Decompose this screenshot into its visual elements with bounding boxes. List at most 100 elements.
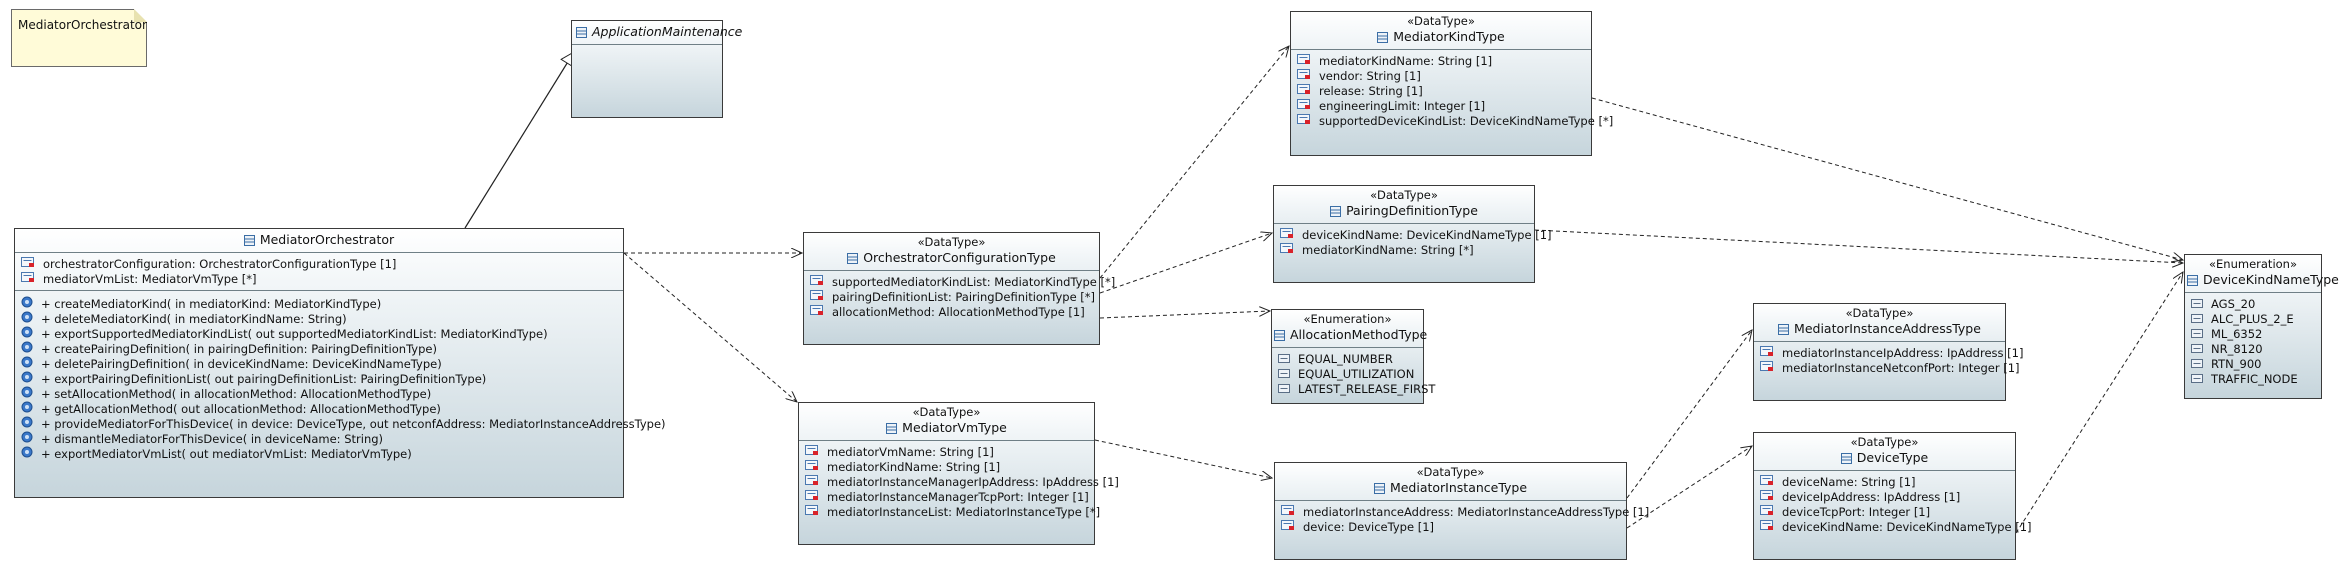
- mediator-instance-type-class[interactable]: «DataType» MediatorInstanceType mediator…: [1274, 462, 1649, 560]
- attribute-row[interactable]: release: String [1]: [1291, 83, 1591, 98]
- attribute-compartment: mediatorInstanceIpAddress: IpAddress [1]…: [1754, 342, 2023, 379]
- mediator-kind-type-class[interactable]: «DataType» MediatorKindType mediatorKind…: [1290, 11, 1613, 156]
- row-text: RTN_900: [2211, 356, 2262, 371]
- class-name: MediatorVmType: [902, 420, 1007, 435]
- literal-row[interactable]: LATEST_RELEASE_FIRST: [1272, 381, 1435, 396]
- attribute-row[interactable]: mediatorInstanceNetconfPort: Integer [1]: [1754, 360, 2020, 375]
- attribute-row[interactable]: deviceKindName: DeviceKindNameType [1]: [1274, 227, 1552, 242]
- attribute-row[interactable]: allocationMethod: AllocationMethodType […: [804, 304, 1099, 319]
- row-text: + exportMediatorVmList( out mediatorVmLi…: [41, 446, 412, 461]
- diagram-note[interactable]: MediatorOrchestrator: [11, 9, 147, 67]
- datatype-icon: [1330, 205, 1342, 220]
- operation-row[interactable]: + exportMediatorVmList( out mediatorVmLi…: [15, 446, 623, 461]
- attribute-row[interactable]: supportedMediatorKindList: MediatorKindT…: [804, 274, 1115, 289]
- mediator-instance-address-type-class[interactable]: «DataType» MediatorInstanceAddressType m…: [1753, 303, 2023, 401]
- operation-row[interactable]: + exportPairingDefinitionList( out pairi…: [15, 371, 623, 386]
- attribute-row[interactable]: mediatorInstanceManagerIpAddress: IpAddr…: [799, 474, 1119, 489]
- pairing-definition-type-class[interactable]: «DataType» PairingDefinitionType deviceK…: [1273, 185, 1552, 283]
- operation-icon: [21, 401, 33, 416]
- attribute-icon: [805, 489, 819, 504]
- stereotype-label: «DataType»: [1407, 14, 1475, 28]
- attribute-icon: [1297, 83, 1311, 98]
- attribute-row[interactable]: deviceKindName: DeviceKindNameType [1]: [1754, 519, 2032, 534]
- operation-row[interactable]: + getAllocationMethod( out allocationMet…: [15, 401, 623, 416]
- literal-row[interactable]: ML_6352: [2185, 326, 2321, 341]
- operation-row[interactable]: + createPairingDefinition( in pairingDef…: [15, 341, 623, 356]
- compartment-divider: [1291, 49, 1591, 50]
- application-maintenance-class[interactable]: ApplicationMaintenance: [571, 20, 742, 118]
- stereotype-label: «DataType»: [1416, 465, 1485, 479]
- mediator-vm-type-class[interactable]: «DataType» MediatorVmType mediatorVmName…: [798, 402, 1119, 545]
- attribute-row[interactable]: mediatorKindName: String [1]: [799, 459, 1094, 474]
- class-name: DeviceKindNameType: [2203, 272, 2339, 287]
- row-text: release: String [1]: [1319, 83, 1423, 98]
- literal-row[interactable]: RTN_900: [2185, 356, 2321, 371]
- attribute-row[interactable]: mediatorKindName: String [1]: [1291, 53, 1591, 68]
- row-text: mediatorKindName: String [1]: [1319, 53, 1493, 68]
- attribute-row[interactable]: deviceName: String [1]: [1754, 474, 2015, 489]
- row-text: mediatorInstanceManagerIpAddress: IpAddr…: [827, 474, 1119, 489]
- attribute-row[interactable]: pairingDefinitionList: PairingDefinition…: [804, 289, 1099, 304]
- row-text: mediatorInstanceList: MediatorInstanceTy…: [827, 504, 1101, 519]
- operation-row[interactable]: + deleteMediatorKind( in mediatorKindNam…: [15, 311, 623, 326]
- literal-row[interactable]: AGS_20: [2185, 296, 2321, 311]
- operation-row[interactable]: + deletePairingDefinition( in deviceKind…: [15, 356, 623, 371]
- stereotype-label: «Enumeration»: [2209, 257, 2297, 271]
- operation-row[interactable]: + exportSupportedMediatorKindList( out s…: [15, 326, 623, 341]
- row-text: + dismantleMediatorForThisDevice( in dev…: [41, 431, 384, 446]
- orchestrator-configuration-type-class[interactable]: «DataType» OrchestratorConfigurationType…: [803, 232, 1115, 345]
- attribute-row[interactable]: mediatorVmList: MediatorVmType [*]: [15, 271, 623, 286]
- operation-row[interactable]: + setAllocationMethod( in allocationMeth…: [15, 386, 623, 401]
- attribute-row[interactable]: orchestratorConfiguration: OrchestratorC…: [15, 256, 623, 271]
- literal-icon: [1278, 352, 1290, 366]
- device-type-class[interactable]: «DataType» DeviceType deviceName: String…: [1753, 432, 2032, 560]
- attribute-row[interactable]: mediatorInstanceIpAddress: IpAddress [1]: [1754, 345, 2023, 360]
- row-text: NR_8120: [2211, 341, 2263, 356]
- literal-row[interactable]: ALC_PLUS_2_E: [2185, 311, 2321, 326]
- attribute-row[interactable]: supportedDeviceKindList: DeviceKindNameT…: [1291, 113, 1613, 128]
- enumeration-icon: [2187, 274, 2198, 289]
- attribute-row[interactable]: mediatorInstanceManagerTcpPort: Integer …: [799, 489, 1094, 504]
- row-text: engineeringLimit: Integer [1]: [1319, 98, 1486, 113]
- attribute-row[interactable]: mediatorInstanceList: MediatorInstanceTy…: [799, 504, 1100, 519]
- allocation-method-type-enum[interactable]: «Enumeration» AllocationMethodType EQUAL…: [1271, 309, 1435, 404]
- row-text: deviceIpAddress: IpAddress [1]: [1782, 489, 1961, 504]
- row-text: mediatorInstanceAddress: MediatorInstanc…: [1303, 504, 1650, 519]
- attribute-icon: [1760, 345, 1774, 360]
- attribute-row[interactable]: engineeringLimit: Integer [1]: [1291, 98, 1591, 113]
- row-text: allocationMethod: AllocationMethodType […: [832, 304, 1085, 319]
- operation-icon: [21, 431, 33, 446]
- attribute-icon: [805, 474, 819, 489]
- row-text: deviceKindName: DeviceKindNameType [1]: [1302, 227, 1552, 242]
- row-text: mediatorInstanceNetconfPort: Integer [1]: [1782, 360, 2020, 375]
- attribute-icon: [810, 289, 824, 304]
- attribute-row[interactable]: mediatorKindName: String [*]: [1274, 242, 1534, 257]
- attribute-row[interactable]: vendor: String [1]: [1291, 68, 1591, 83]
- class-name: OrchestratorConfigurationType: [863, 250, 1056, 265]
- attribute-row[interactable]: deviceIpAddress: IpAddress [1]: [1754, 489, 2015, 504]
- attribute-icon: [1280, 227, 1294, 242]
- literal-row[interactable]: NR_8120: [2185, 341, 2321, 356]
- attribute-row[interactable]: device: DeviceType [1]: [1275, 519, 1626, 534]
- class-name: MediatorKindType: [1393, 29, 1505, 44]
- note-fold: [134, 9, 147, 22]
- attribute-row[interactable]: mediatorInstanceAddress: MediatorInstanc…: [1275, 504, 1649, 519]
- note-text: MediatorOrchestrator: [18, 18, 147, 32]
- attribute-icon: [1297, 113, 1311, 128]
- literal-row[interactable]: TRAFFIC_NODE: [2185, 371, 2321, 386]
- attribute-row[interactable]: deviceTcpPort: Integer [1]: [1754, 504, 2015, 519]
- dependency-instance-addr: [1626, 330, 1752, 499]
- literal-row[interactable]: EQUAL_NUMBER: [1272, 351, 1423, 366]
- operation-row[interactable]: + dismantleMediatorForThisDevice( in dev…: [15, 431, 623, 446]
- compartment-divider: [1275, 500, 1626, 501]
- literal-row[interactable]: EQUAL_UTILIZATION: [1272, 366, 1423, 381]
- row-text: EQUAL_NUMBER: [1298, 351, 1393, 366]
- operation-row[interactable]: + createMediatorKind( in mediatorKind: M…: [15, 296, 623, 311]
- mediator-orchestrator-class[interactable]: MediatorOrchestrator orchestratorConfigu…: [14, 228, 666, 498]
- class-name: MediatorInstanceAddressType: [1794, 321, 1981, 336]
- operation-row[interactable]: + provideMediatorForThisDevice( in devic…: [15, 416, 666, 431]
- row-text: mediatorInstanceManagerTcpPort: Integer …: [827, 489, 1089, 504]
- class-name: PairingDefinitionType: [1346, 203, 1478, 218]
- attribute-row[interactable]: mediatorVmName: String [1]: [799, 444, 1094, 459]
